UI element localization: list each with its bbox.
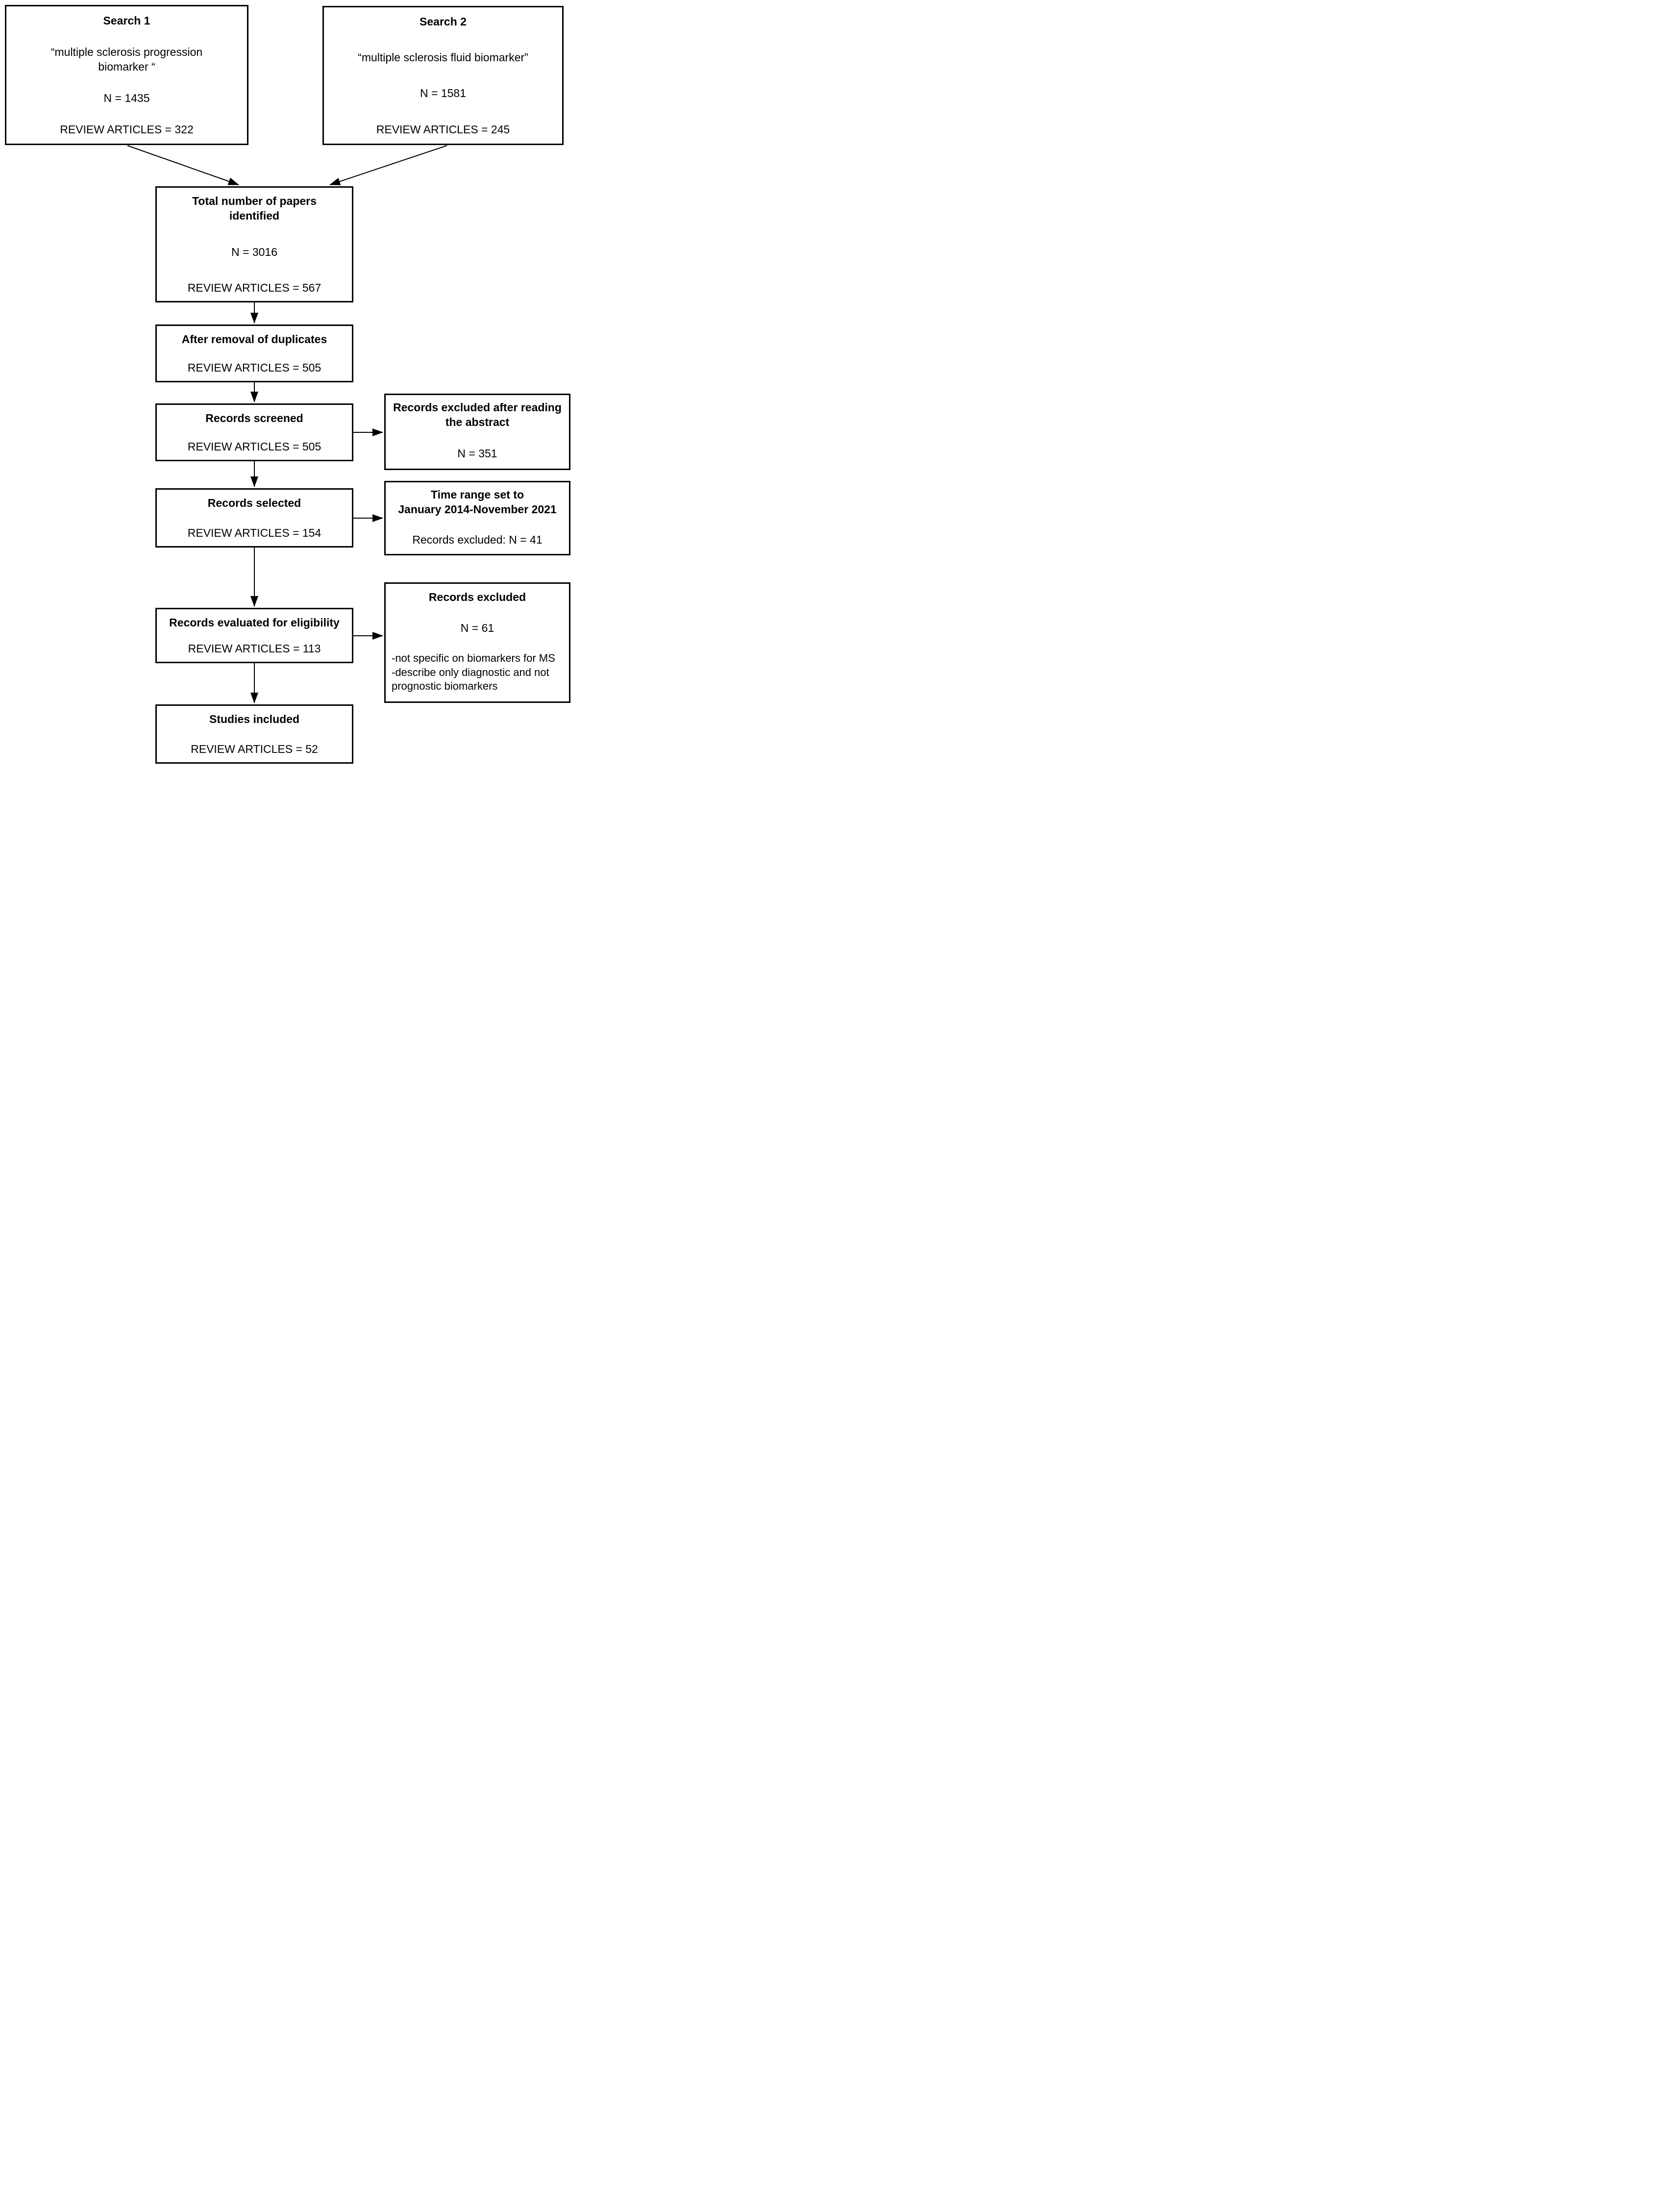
excluded-abstract-title-line-2: the abstract (445, 416, 510, 429)
excluded-abstract-count: N = 351 (457, 447, 497, 460)
included-review-count: REVIEW ARTICLES = 52 (191, 742, 318, 755)
arrow-search2-to-total (329, 145, 447, 185)
flow-diagram: Search 1 “multiple sclerosis progression… (0, 0, 588, 769)
time-range-title-line-1: Time range set to (430, 488, 524, 501)
box-time-range: Time range set to January 2014-November … (384, 481, 570, 555)
evaluated-title: Records evaluated for eligibility (169, 616, 340, 629)
search-1-query-line-2: biomarker “ (98, 60, 155, 74)
screened-review-count: REVIEW ARTICLES = 505 (187, 440, 321, 453)
search-1-query: “multiple sclerosis progression biomarke… (11, 45, 242, 75)
duplicates-title: After removal of duplicates (181, 333, 327, 346)
selected-review-count: REVIEW ARTICLES = 154 (187, 526, 321, 539)
time-range-title: Time range set to January 2014-November … (390, 487, 565, 517)
box-total-identified: Total number of papers identified N = 30… (155, 186, 353, 302)
time-range-excluded-count: Records excluded: N = 41 (412, 533, 543, 546)
box-studies-included: Studies included REVIEW ARTICLES = 52 (155, 704, 353, 764)
total-title-line-1: Total number of papers (192, 195, 317, 207)
box-records-selected: Records selected REVIEW ARTICLES = 154 (155, 488, 353, 548)
excluded-abstract-title-line-1: Records excluded after reading (393, 401, 562, 414)
excluded-count: N = 61 (460, 622, 494, 635)
screened-title: Records screened (205, 412, 303, 424)
box-search-2: Search 2 “multiple sclerosis fluid bioma… (322, 6, 564, 145)
box-search-1: Search 1 “multiple sclerosis progression… (5, 5, 248, 145)
excluded-abstract-title: Records excluded after reading the abstr… (390, 400, 565, 430)
search-1-count: N = 1435 (103, 91, 150, 104)
arrow-search1-to-total (127, 145, 239, 185)
box-records-excluded: Records excluded N = 61 -not specific on… (384, 582, 570, 703)
box-evaluated-eligibility: Records evaluated for eligibility REVIEW… (155, 608, 353, 663)
evaluated-review-count: REVIEW ARTICLES = 113 (188, 642, 321, 655)
included-title: Studies included (209, 713, 300, 725)
search-2-title: Search 2 (420, 15, 467, 28)
excluded-reasons: -not specific on biomarkers for MS -desc… (392, 651, 563, 694)
search-1-review-count: REVIEW ARTICLES = 322 (60, 123, 194, 136)
duplicates-review-count: REVIEW ARTICLES = 505 (187, 361, 321, 374)
search-1-title: Search 1 (103, 14, 150, 27)
excluded-reason-2: -describe only diagnostic and not progno… (392, 666, 549, 693)
box-excluded-after-abstract: Records excluded after reading the abstr… (384, 394, 570, 470)
search-2-count: N = 1581 (420, 87, 466, 100)
search-2-review-count: REVIEW ARTICLES = 245 (376, 123, 510, 136)
box-after-duplicates: After removal of duplicates REVIEW ARTIC… (155, 324, 353, 382)
search-1-query-line-1: “multiple sclerosis progression (50, 45, 203, 58)
total-review-count: REVIEW ARTICLES = 567 (187, 281, 321, 294)
box-records-screened: Records screened REVIEW ARTICLES = 505 (155, 403, 353, 461)
selected-title: Records selected (207, 497, 301, 509)
total-title-line-2: identified (229, 209, 280, 223)
excluded-title: Records excluded (428, 591, 526, 603)
total-title: Total number of papers identified (161, 194, 348, 224)
excluded-reason-1: -not specific on biomarkers for MS (392, 652, 555, 665)
search-2-query: “multiple sclerosis fluid biomarker” (358, 51, 528, 64)
time-range-title-line-2: January 2014-November 2021 (398, 503, 557, 516)
total-count: N = 3016 (231, 245, 277, 258)
